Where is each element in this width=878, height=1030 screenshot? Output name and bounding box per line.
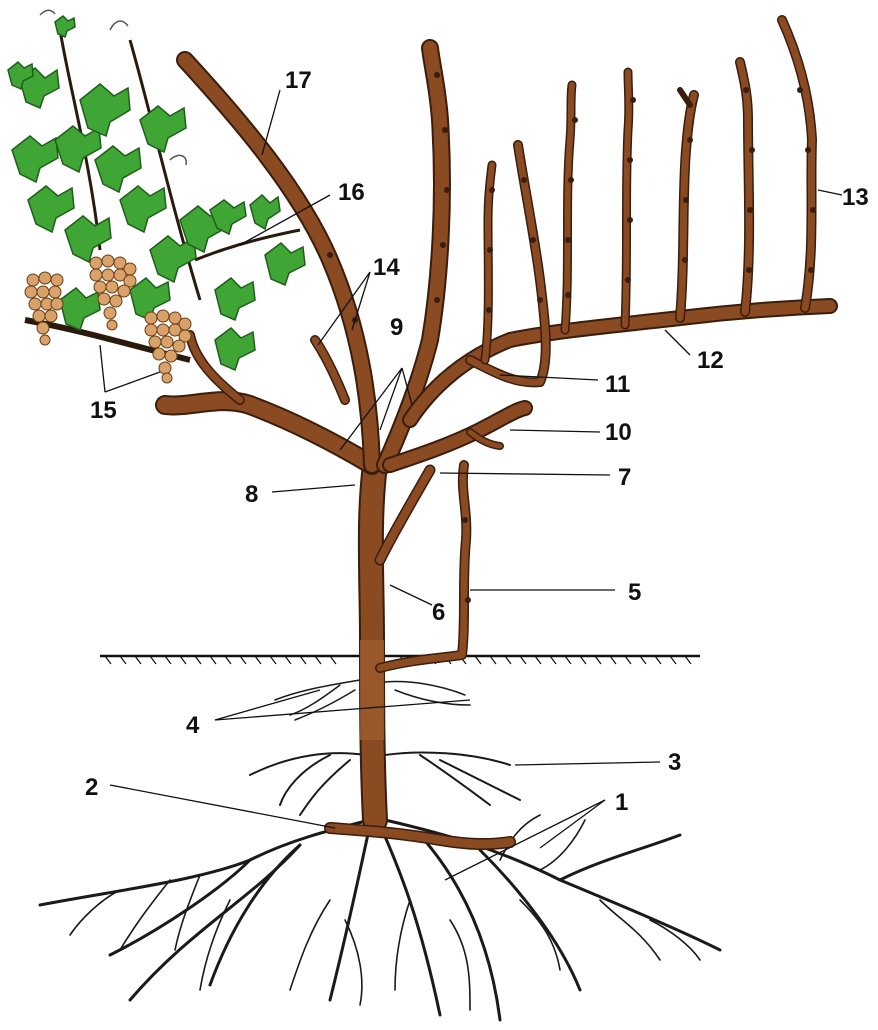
label-1: 1 (615, 789, 628, 816)
label-4: 4 (186, 712, 200, 739)
label-12: 12 (697, 347, 724, 374)
label-9: 9 (390, 314, 403, 341)
green-shoot-with-foliage (8, 10, 305, 383)
trunk (330, 465, 510, 844)
label-15: 15 (90, 397, 117, 424)
basal-shoot (380, 465, 466, 668)
label-2: 2 (85, 774, 98, 801)
label-7: 7 (618, 464, 631, 491)
label-3: 3 (668, 749, 681, 776)
label-10: 10 (605, 419, 632, 446)
label-6: 6 (432, 599, 445, 626)
cordon-canes (565, 20, 812, 330)
label-13: 13 (842, 184, 869, 211)
label-14: 14 (373, 254, 400, 281)
label-17: 17 (285, 67, 312, 94)
label-16: 16 (338, 179, 365, 206)
label-11: 11 (605, 371, 630, 398)
label-8: 8 (245, 481, 258, 508)
label-5: 5 (628, 579, 641, 606)
